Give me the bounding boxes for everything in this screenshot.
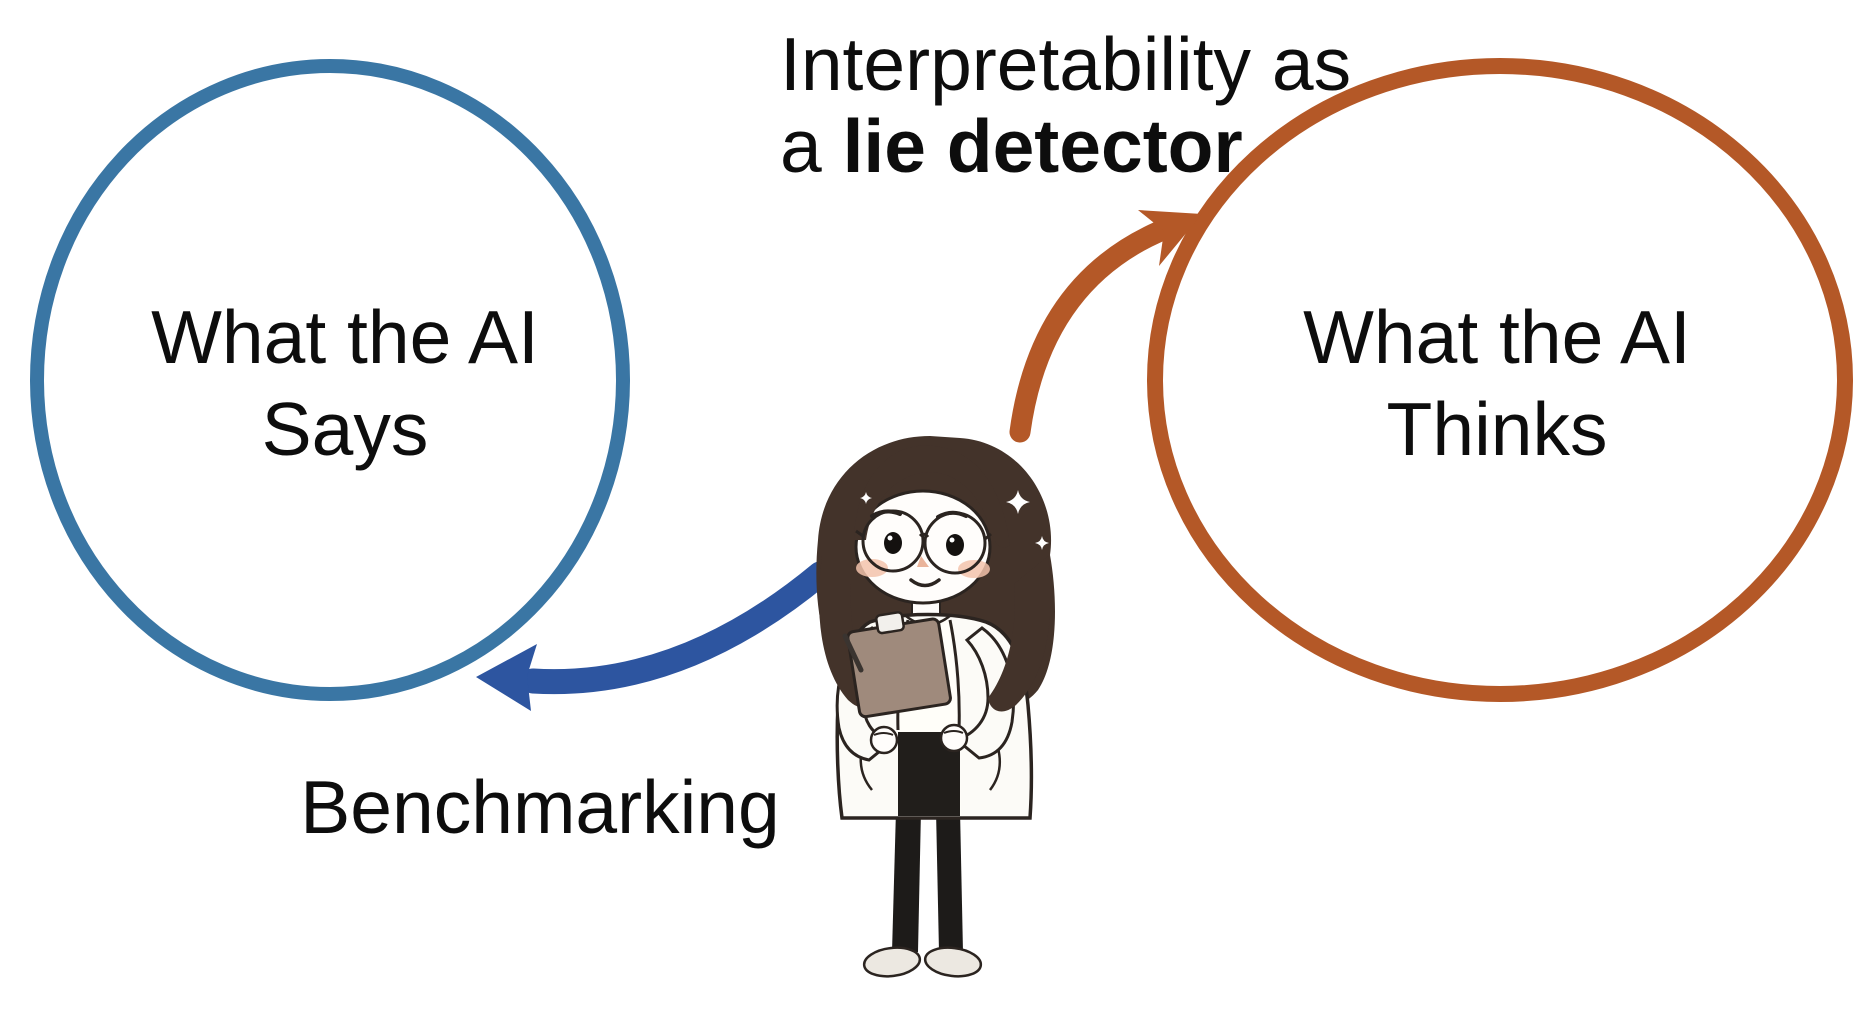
right-shoe [923, 946, 983, 978]
says-circle-label: What the AI Says [95, 292, 595, 475]
right-hand [939, 723, 969, 753]
thinks-circle [1147, 58, 1853, 702]
mouth [909, 578, 941, 588]
benchmarking-arrowhead-icon [476, 644, 537, 711]
title: Interpretability as a lie detector [780, 22, 1352, 188]
says-label-line1: What the AI [151, 295, 539, 379]
right-leg [936, 810, 963, 952]
thinks-label-line1: What the AI [1303, 295, 1691, 379]
left-shoe [862, 946, 922, 978]
title-line2-bold: lie detector [842, 103, 1243, 188]
benchmarking-arrow [476, 561, 833, 711]
says-label-line2: Says [261, 386, 429, 471]
right-lapel [948, 619, 961, 731]
scientist-illustration [816, 436, 1055, 978]
pen [842, 633, 864, 673]
thinks-circle-label: What the AI Thinks [1247, 292, 1747, 475]
sparkle-icon [860, 490, 1049, 550]
clipboard [846, 611, 952, 719]
left-eye [884, 532, 902, 554]
left-blush [856, 559, 888, 577]
thinks-label-line2: Thinks [1386, 386, 1608, 471]
title-line1: Interpretability as [780, 22, 1352, 106]
title-line2: a lie detector [780, 103, 1243, 188]
lie-detector-arrow [1009, 210, 1202, 443]
right-pocket [989, 747, 1001, 791]
left-hand [869, 725, 899, 755]
lie-detector-arrowhead-icon [1138, 210, 1202, 266]
says-circle [30, 59, 630, 701]
nose [917, 556, 929, 567]
hair-strand-right [988, 556, 1051, 712]
right-eye [946, 534, 964, 556]
right-blush [958, 560, 990, 578]
right-eye-glint [949, 537, 955, 543]
left-eye-glint [887, 535, 893, 541]
hair-bangs [854, 445, 1010, 548]
clipboard-clip [875, 611, 905, 635]
glasses-icon [855, 509, 992, 575]
benchmarking-label: Benchmarking [300, 765, 780, 849]
left-leg [892, 810, 921, 952]
